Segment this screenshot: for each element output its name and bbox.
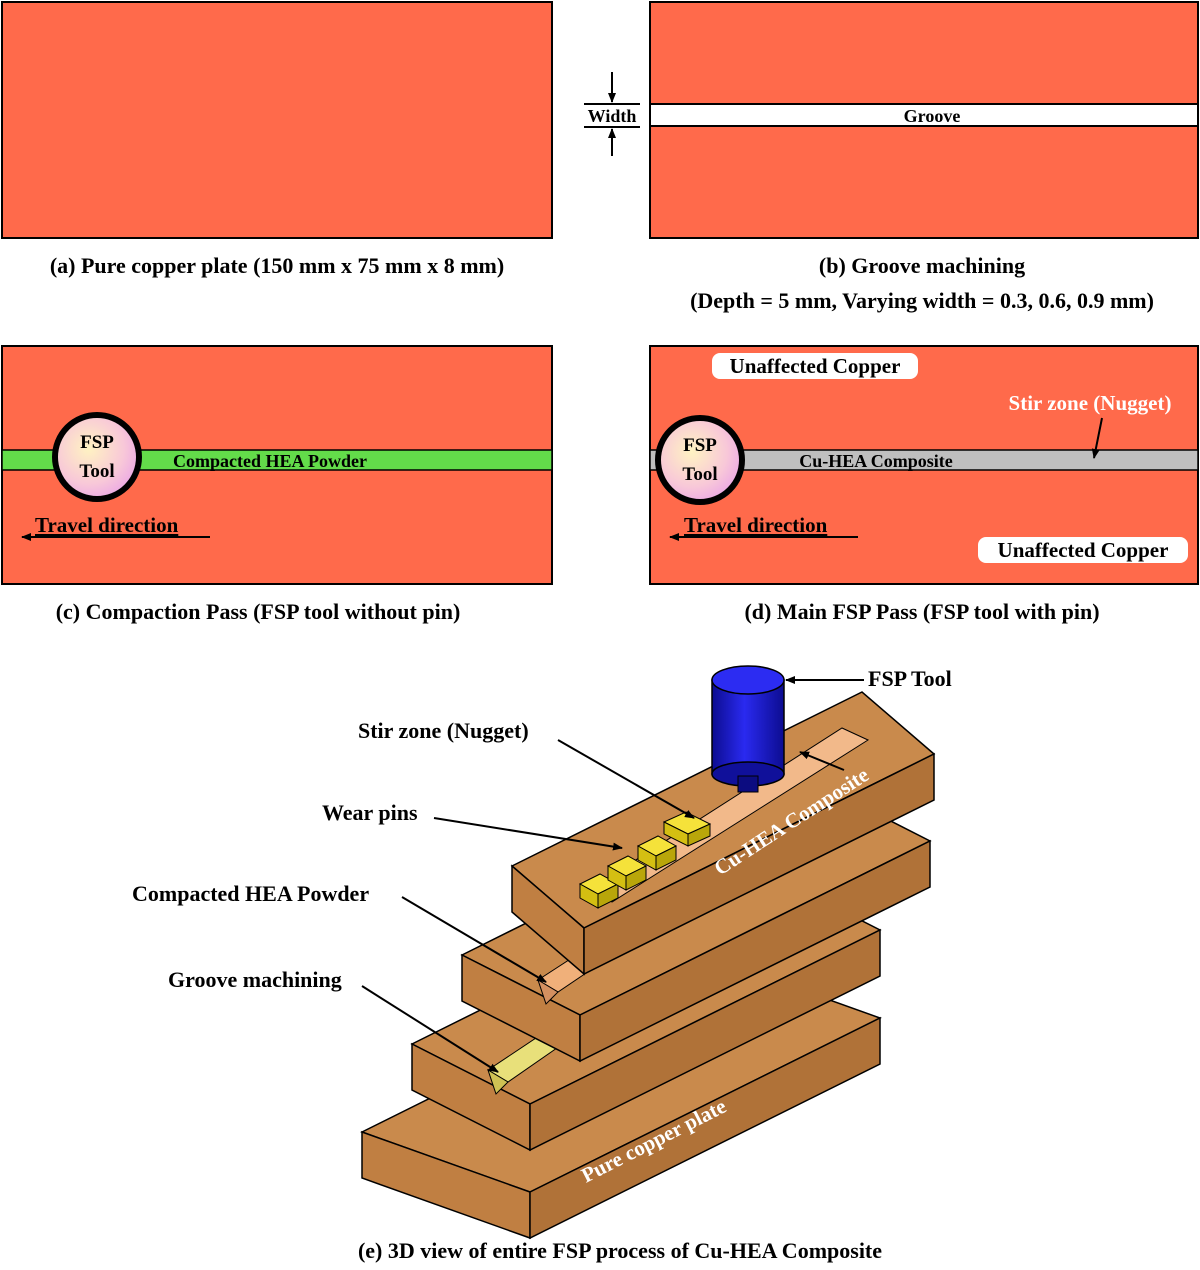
panel-e: Pure copper plate Cu-HEA Composite — [132, 665, 952, 1263]
fsp-tool-3d — [711, 665, 785, 793]
compacted-leader — [401, 896, 547, 983]
panel-c-caption: (c) Compaction Pass (FSP tool without pi… — [56, 599, 461, 624]
fsp-tool-label-1: FSP — [80, 432, 114, 453]
groove-label-3d: Groove machining — [168, 967, 342, 992]
compacted-powder-end — [537, 978, 559, 1005]
composite-leader — [799, 751, 845, 771]
panel-b-caption-2: (Depth = 5 mm, Varying width = 0.3, 0.6,… — [690, 288, 1154, 313]
travel-direction-label-d: Travel direction — [684, 513, 828, 537]
fsp-tool-d-label-2: Tool — [682, 464, 717, 485]
wear-pins-leader — [433, 817, 623, 851]
groove-label: Groove — [904, 106, 961, 126]
compacted-label-3d: Compacted HEA Powder — [132, 881, 369, 906]
stir-zone-leader — [557, 739, 695, 819]
groove-leader — [361, 985, 499, 1073]
fsp-tool-d — [655, 415, 745, 505]
wear-pin — [606, 855, 648, 891]
width-label: Width — [588, 106, 637, 126]
unaffected-top-label: Unaffected Copper — [730, 354, 901, 378]
wear-pins — [578, 811, 712, 909]
block-groove-side — [529, 928, 881, 1152]
panel-e-caption: (e) 3D view of entire FSP process of Cu-… — [358, 1238, 882, 1263]
unaffected-bottom-label: Unaffected Copper — [998, 538, 1169, 562]
fsp-tool-shank — [711, 679, 785, 775]
panel-d: Cu-HEA Composite FSP Tool Unaffected Cop… — [649, 345, 1199, 624]
panel-c: Compacted HEA Powder FSP Tool Travel dir… — [1, 345, 553, 624]
groove-channel-end — [487, 1068, 509, 1095]
panel-a: (a) Pure copper plate (150 mm x 75 mm x … — [1, 1, 553, 278]
fsp-tool-label-3d: FSP Tool — [868, 666, 952, 691]
panel-b-caption-1: (b) Groove machining — [819, 253, 1025, 278]
fsp-tool-pin — [737, 775, 759, 793]
block-compacted-side — [579, 839, 931, 1063]
fsp-tool-top — [711, 665, 785, 695]
composite-strip — [649, 449, 1199, 471]
groove — [649, 103, 1199, 127]
wear-pin — [636, 835, 678, 871]
wear-pins-label: Wear pins — [322, 800, 418, 825]
copper-plate — [1, 1, 553, 239]
stir-zone-arrow-d — [1091, 417, 1103, 459]
block-pure-copper-side — [529, 1016, 881, 1240]
stir-zone-label-3d: Stir zone (Nugget) — [358, 718, 529, 743]
travel-direction-label-c: Travel direction — [35, 513, 179, 537]
fsp-tool-d-label-1: FSP — [683, 435, 717, 456]
panel-b: Groove Width (b) Groove machining (Depth… — [584, 1, 1199, 313]
fsp-tool-c — [52, 412, 142, 502]
stir-zone-label-d: Stir zone (Nugget) — [1009, 391, 1172, 415]
hea-powder-label: Compacted HEA Powder — [173, 451, 367, 471]
wear-pin — [662, 811, 712, 847]
composite-label: Cu-HEA Composite — [799, 451, 953, 471]
panel-d-caption: (d) Main FSP Pass (FSP tool with pin) — [744, 599, 1099, 624]
unaffected-bottom-bg — [978, 537, 1188, 563]
panel-a-caption: (a) Pure copper plate (150 mm x 75 mm x … — [50, 253, 504, 278]
unaffected-top-bg — [712, 353, 918, 379]
block-composite-side — [583, 752, 935, 976]
fsp-tool-label-2: Tool — [79, 461, 114, 482]
